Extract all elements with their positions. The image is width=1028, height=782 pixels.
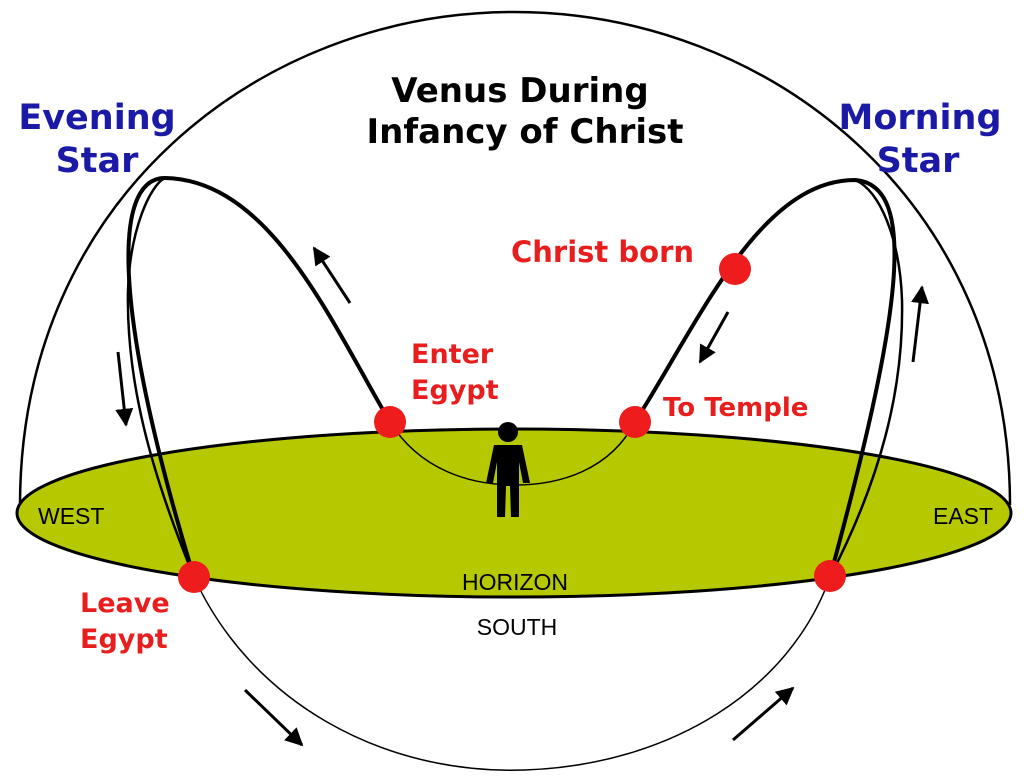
event-label-to-temple: To Temple: [663, 393, 808, 423]
event-dot-enter-egypt: [374, 406, 406, 438]
title-line-1: Venus During: [391, 71, 648, 111]
event-label-enter-egypt-2: Egypt: [411, 375, 499, 406]
horizon-label: HORIZON: [462, 569, 568, 595]
title-line-2: Infancy of Christ: [366, 112, 683, 152]
morning-star-label-2: Star: [877, 141, 961, 181]
event-dot-to-temple: [619, 406, 651, 438]
morning-loop-inner: [828, 178, 904, 578]
event-dot-leave-egypt: [178, 561, 210, 593]
event-dot-christ-born: [719, 253, 751, 285]
arrow-up-east-icon: [911, 285, 930, 363]
arrow-up-west-icon: [312, 246, 352, 304]
event-label-christ-born: Christ born: [511, 235, 694, 269]
event-dot-east-rise: [814, 560, 846, 592]
event-label-leave-egypt-1: Leave: [80, 588, 170, 619]
arrow-down-east-icon: [698, 311, 730, 364]
south-label: SOUTH: [477, 614, 558, 640]
evening-star-label-2: Star: [56, 141, 140, 181]
event-label-leave-egypt-2: Egypt: [80, 624, 168, 655]
west-label: WEST: [38, 503, 104, 529]
sky-dome: [18, 10, 1012, 506]
evening-loop-inner: [126, 176, 196, 578]
venus-path-below-horizon: [193, 576, 831, 771]
arrow-below-east-icon: [732, 686, 795, 742]
east-label: EAST: [933, 503, 993, 529]
evening-star-label-1: Evening: [18, 98, 175, 138]
morning-star-label-1: Morning: [838, 98, 1001, 138]
observer-figure-icon: [486, 422, 530, 517]
arrow-down-west-icon: [115, 351, 134, 427]
arrow-below-west-icon: [243, 688, 304, 747]
event-label-enter-egypt-1: Enter: [411, 339, 494, 370]
